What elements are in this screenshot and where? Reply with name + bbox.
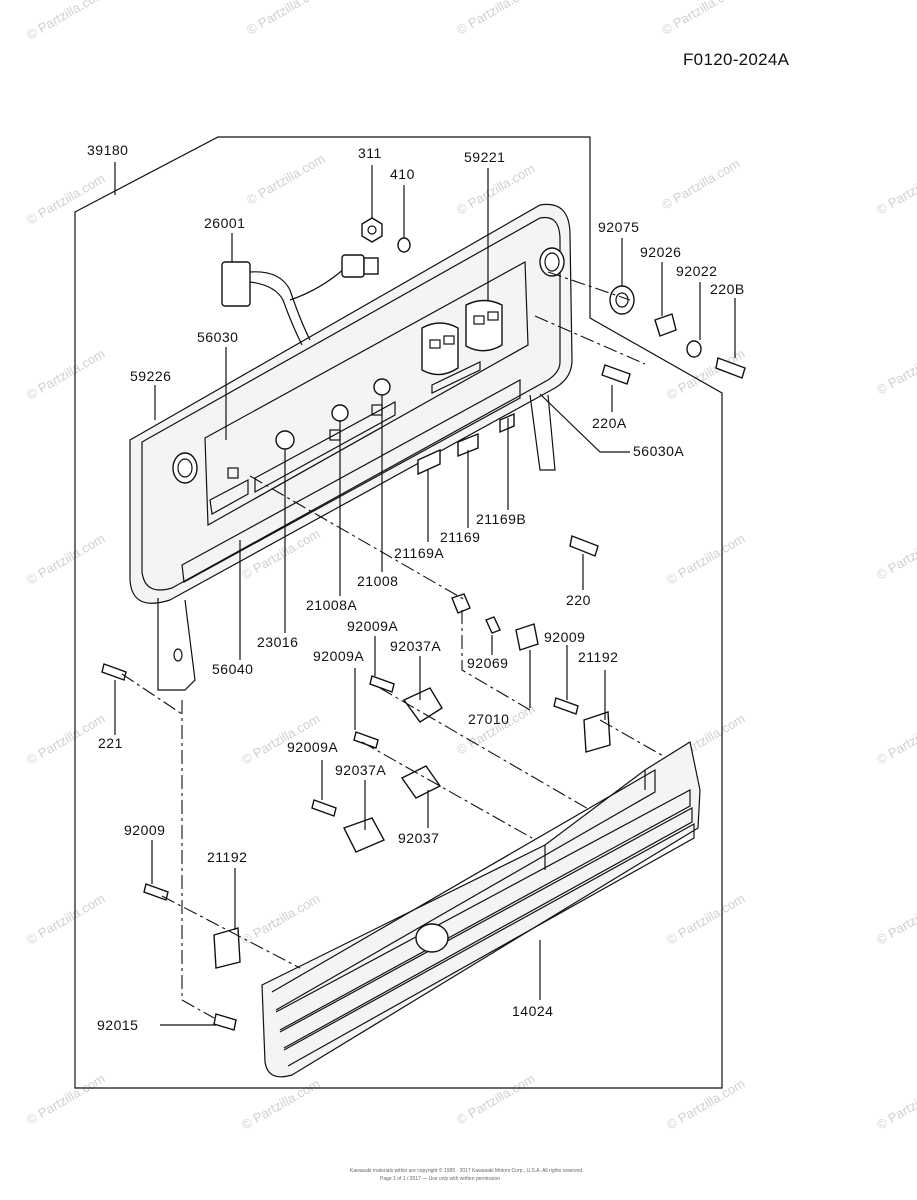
- watermark: © Partzilla.com: [239, 891, 322, 948]
- watermark: © Partzilla.com: [454, 0, 537, 38]
- diagram-code: F0120-2024A: [683, 50, 790, 69]
- clip-92037A-2: [343, 817, 385, 853]
- clip-92037A-1: [402, 687, 443, 723]
- screw-221: [101, 663, 127, 681]
- part-label: 56040: [212, 661, 253, 677]
- watermark: © Partzilla.com: [664, 1076, 747, 1133]
- watermark: © Partzilla.com: [24, 171, 107, 228]
- part-label: 92037A: [390, 638, 441, 654]
- part-label: 92009A: [347, 618, 398, 634]
- part-label: 59226: [130, 368, 171, 384]
- watermark: © Partzilla.com: [664, 531, 747, 588]
- screw-92009A-1: [369, 675, 395, 693]
- louver-panel: [261, 741, 701, 1078]
- watermark: © Partzilla.com: [659, 156, 742, 213]
- screw-92015: [213, 1013, 237, 1031]
- part-label: 220: [566, 592, 591, 608]
- screw-92009A-3: [311, 799, 337, 817]
- bolt-220: [569, 535, 599, 557]
- part-label: 21192: [578, 649, 618, 665]
- watermark: © Partzilla.com: [244, 151, 327, 208]
- part-label: 92075: [598, 219, 639, 235]
- washer-92022: [686, 340, 702, 358]
- watermark: © Partzilla.com: [874, 891, 917, 948]
- watermark: © Partzilla.com: [874, 526, 917, 583]
- bolt-220B: [715, 357, 746, 379]
- part-label: 92009: [544, 629, 585, 645]
- part-label: 92037: [398, 830, 439, 846]
- watermark: © Partzilla.com: [454, 1071, 537, 1128]
- part-label: 21008A: [306, 597, 357, 613]
- screw-92009A-2: [353, 731, 379, 749]
- part-label: 21008: [357, 573, 398, 589]
- part-label: 92022: [676, 263, 717, 279]
- part-label: 221: [98, 735, 123, 751]
- copyright-footer-2: Page 1 of 1 / 2017 — Use only with writt…: [380, 1176, 500, 1182]
- watermark: © Partzilla.com: [874, 711, 917, 768]
- watermark: © Partzilla.com: [24, 711, 107, 768]
- part-label: 14024: [512, 1003, 553, 1019]
- watermark: © Partzilla.com: [239, 1076, 322, 1133]
- part-label: 92015: [97, 1017, 138, 1033]
- part-label: 56030: [197, 329, 238, 345]
- watermark: © Partzilla.com: [454, 161, 537, 218]
- collar-92026: [654, 313, 677, 337]
- watermark: © Partzilla.com: [659, 0, 742, 38]
- clip-21192-1: [583, 711, 611, 753]
- part-label: 92009A: [313, 648, 364, 664]
- watermark: © Partzilla.com: [874, 161, 917, 218]
- grommet-92075: [609, 285, 635, 315]
- clip-21192-2: [213, 927, 241, 969]
- washer-410: [397, 237, 411, 253]
- part-label: 23016: [257, 634, 298, 650]
- part-label: 59221: [464, 149, 505, 165]
- assembly-border: [74, 136, 723, 1089]
- watermark: © Partzilla.com: [874, 1076, 917, 1133]
- part-label: 220A: [592, 415, 627, 431]
- alignment-lines: [121, 271, 666, 1019]
- part-label: 92037A: [335, 762, 386, 778]
- part-label: 21169B: [476, 511, 526, 527]
- leader-lines: [114, 162, 736, 1026]
- watermark: © Partzilla.com: [24, 891, 107, 948]
- clip-92037: [400, 765, 442, 799]
- part-label: 92009: [124, 822, 165, 838]
- part-label: 92069: [467, 655, 508, 671]
- part-label: 27010: [468, 711, 509, 727]
- part-label: 92009A: [287, 739, 338, 755]
- part-label: 410: [390, 166, 415, 182]
- watermark: © Partzilla.com: [24, 531, 107, 588]
- switch-parts: [451, 593, 539, 651]
- control-panel: [129, 203, 573, 691]
- watermark: © Partzilla.com: [24, 0, 107, 43]
- watermark: © Partzilla.com: [24, 1071, 107, 1128]
- watermark: © Partzilla.com: [244, 0, 327, 38]
- part-label: 92026: [640, 244, 681, 260]
- watermark: © Partzilla.com: [24, 346, 107, 403]
- part-label: 26001: [204, 215, 245, 231]
- watermark: © Partzilla.com: [664, 891, 747, 948]
- part-label: 21192: [207, 849, 247, 865]
- part-label: 56030A: [633, 443, 684, 459]
- screw-92009-1: [553, 697, 579, 715]
- part-label: 39180: [87, 142, 128, 158]
- bolt-220A: [601, 364, 631, 385]
- part-label: 21169: [440, 529, 480, 545]
- copyright-footer: Kawasaki materials within are copyright …: [350, 1167, 584, 1174]
- watermark: © Partzilla.com: [874, 341, 917, 398]
- wire-harness: [221, 254, 379, 346]
- part-label: 311: [358, 145, 382, 161]
- part-labels: 39180 311 410 59221 26001 92075 92026 92…: [87, 142, 745, 1033]
- nut-311: [361, 217, 383, 243]
- part-label: 220B: [710, 281, 745, 297]
- watermark: © Partzilla.com: [454, 701, 537, 758]
- part-label: 21169A: [394, 545, 444, 561]
